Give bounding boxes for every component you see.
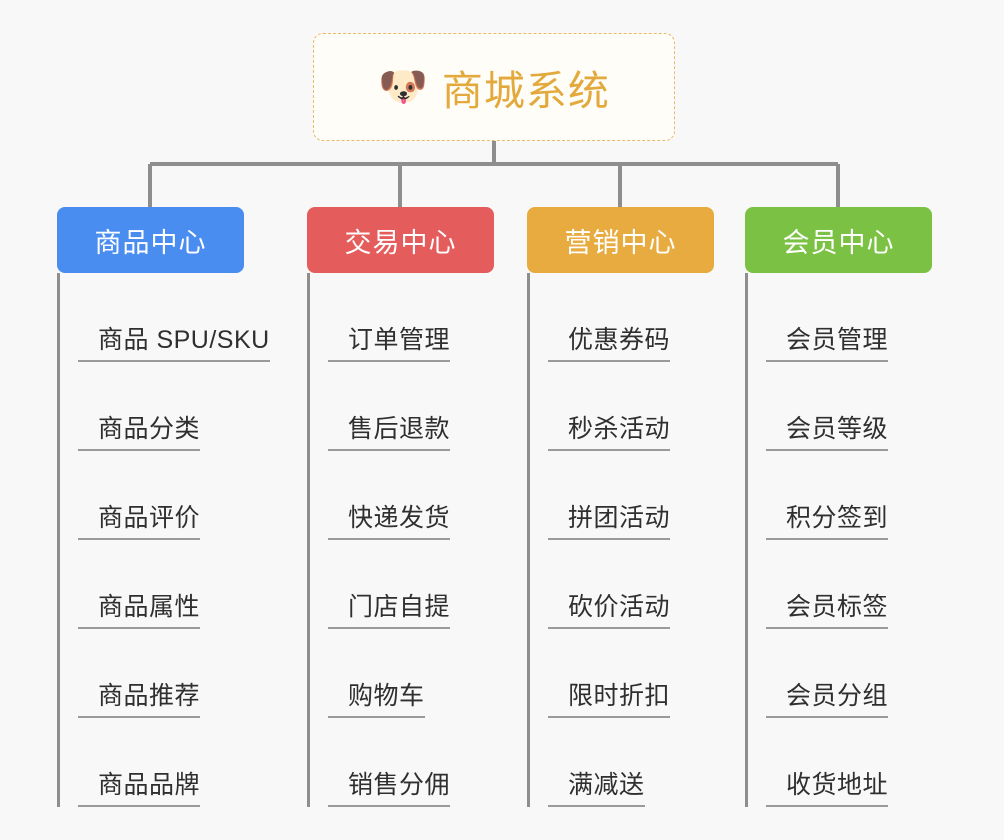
list-item[interactable]: 销售分佣: [328, 718, 494, 807]
leaf-label: 商品评价: [98, 504, 201, 532]
leaf-label: 会员标签: [786, 593, 889, 621]
leaf-label: 订单管理: [348, 326, 451, 354]
leaf-label: 优惠券码: [568, 326, 671, 354]
leaf-label: 商品属性: [98, 593, 201, 621]
leaf-label: 会员等级: [786, 415, 889, 443]
category-label-3: 会员中心: [782, 227, 895, 258]
leaf-label: 满减送: [568, 771, 645, 799]
list-item[interactable]: 收货地址: [766, 718, 932, 807]
list-item[interactable]: 优惠券码: [548, 273, 714, 362]
branch-column-0: 商品中心 商品 SPU/SKU 商品分类 商品评价 商品属性 商品推荐 商品品牌: [57, 207, 270, 807]
list-item[interactable]: 拼团活动: [548, 451, 714, 540]
list-item[interactable]: 会员管理: [766, 273, 932, 362]
list-item[interactable]: 售后退款: [328, 362, 494, 451]
leaf-label: 拼团活动: [568, 504, 671, 532]
leaf-label: 秒杀活动: [568, 415, 671, 443]
leaf-label: 商品推荐: [98, 682, 201, 710]
list-item[interactable]: 会员标签: [766, 540, 932, 629]
category-box-2[interactable]: 营销中心: [527, 207, 714, 273]
list-item[interactable]: 会员等级: [766, 362, 932, 451]
leaf-label: 购物车: [348, 682, 425, 710]
list-item[interactable]: 砍价活动: [548, 540, 714, 629]
list-item[interactable]: 积分签到: [766, 451, 932, 540]
list-item[interactable]: 快递发货: [328, 451, 494, 540]
leaf-list-0: 商品 SPU/SKU 商品分类 商品评价 商品属性 商品推荐 商品品牌: [57, 273, 270, 807]
category-label-0: 商品中心: [94, 227, 207, 258]
category-box-1[interactable]: 交易中心: [307, 207, 494, 273]
leaf-label: 商品 SPU/SKU: [98, 326, 270, 354]
list-item[interactable]: 商品品牌: [78, 718, 244, 807]
list-item[interactable]: 商品评价: [78, 451, 244, 540]
leaf-label: 快递发货: [348, 504, 451, 532]
leaf-label: 会员管理: [786, 326, 889, 354]
leaf-label: 门店自提: [348, 593, 451, 621]
leaf-list-1: 订单管理 售后退款 快递发货 门店自提 购物车 销售分佣: [307, 273, 494, 807]
list-item[interactable]: 满减送: [548, 718, 714, 807]
leaf-label: 限时折扣: [568, 682, 671, 710]
root-node[interactable]: 🐶 商城系统: [313, 33, 675, 141]
list-item[interactable]: 限时折扣: [548, 629, 714, 718]
list-item[interactable]: 秒杀活动: [548, 362, 714, 451]
leaf-list-3: 会员管理 会员等级 积分签到 会员标签 会员分组 收货地址: [745, 273, 932, 807]
branch-column-1: 交易中心 订单管理 售后退款 快递发货 门店自提 购物车 销售分佣: [307, 207, 494, 807]
category-box-0[interactable]: 商品中心: [57, 207, 244, 273]
category-box-3[interactable]: 会员中心: [745, 207, 932, 273]
list-item[interactable]: 会员分组: [766, 629, 932, 718]
list-item[interactable]: 订单管理: [328, 273, 494, 362]
list-item[interactable]: 商品推荐: [78, 629, 244, 718]
branch-column-3: 会员中心 会员管理 会员等级 积分签到 会员标签 会员分组 收货地址: [745, 207, 932, 807]
leaf-label: 砍价活动: [568, 593, 671, 621]
category-label-2: 营销中心: [564, 227, 677, 258]
leaf-label: 商品品牌: [98, 771, 201, 799]
list-item[interactable]: 门店自提: [328, 540, 494, 629]
leaf-label: 积分签到: [786, 504, 889, 532]
list-item[interactable]: 商品 SPU/SKU: [78, 273, 270, 362]
list-item[interactable]: 商品属性: [78, 540, 244, 629]
list-item[interactable]: 购物车: [328, 629, 494, 718]
leaf-label: 会员分组: [786, 682, 889, 710]
root-title: 商城系统: [441, 68, 610, 114]
shiba-dog-emoji-icon: 🐶: [378, 65, 428, 109]
leaf-label: 商品分类: [98, 415, 201, 443]
leaf-label: 收货地址: [786, 771, 889, 799]
branch-column-2: 营销中心 优惠券码 秒杀活动 拼团活动 砍价活动 限时折扣 满减送: [527, 207, 714, 807]
leaf-list-2: 优惠券码 秒杀活动 拼团活动 砍价活动 限时折扣 满减送: [527, 273, 714, 807]
leaf-label: 销售分佣: [348, 771, 451, 799]
leaf-label: 售后退款: [348, 415, 451, 443]
list-item[interactable]: 商品分类: [78, 362, 244, 451]
category-label-1: 交易中心: [344, 227, 457, 258]
